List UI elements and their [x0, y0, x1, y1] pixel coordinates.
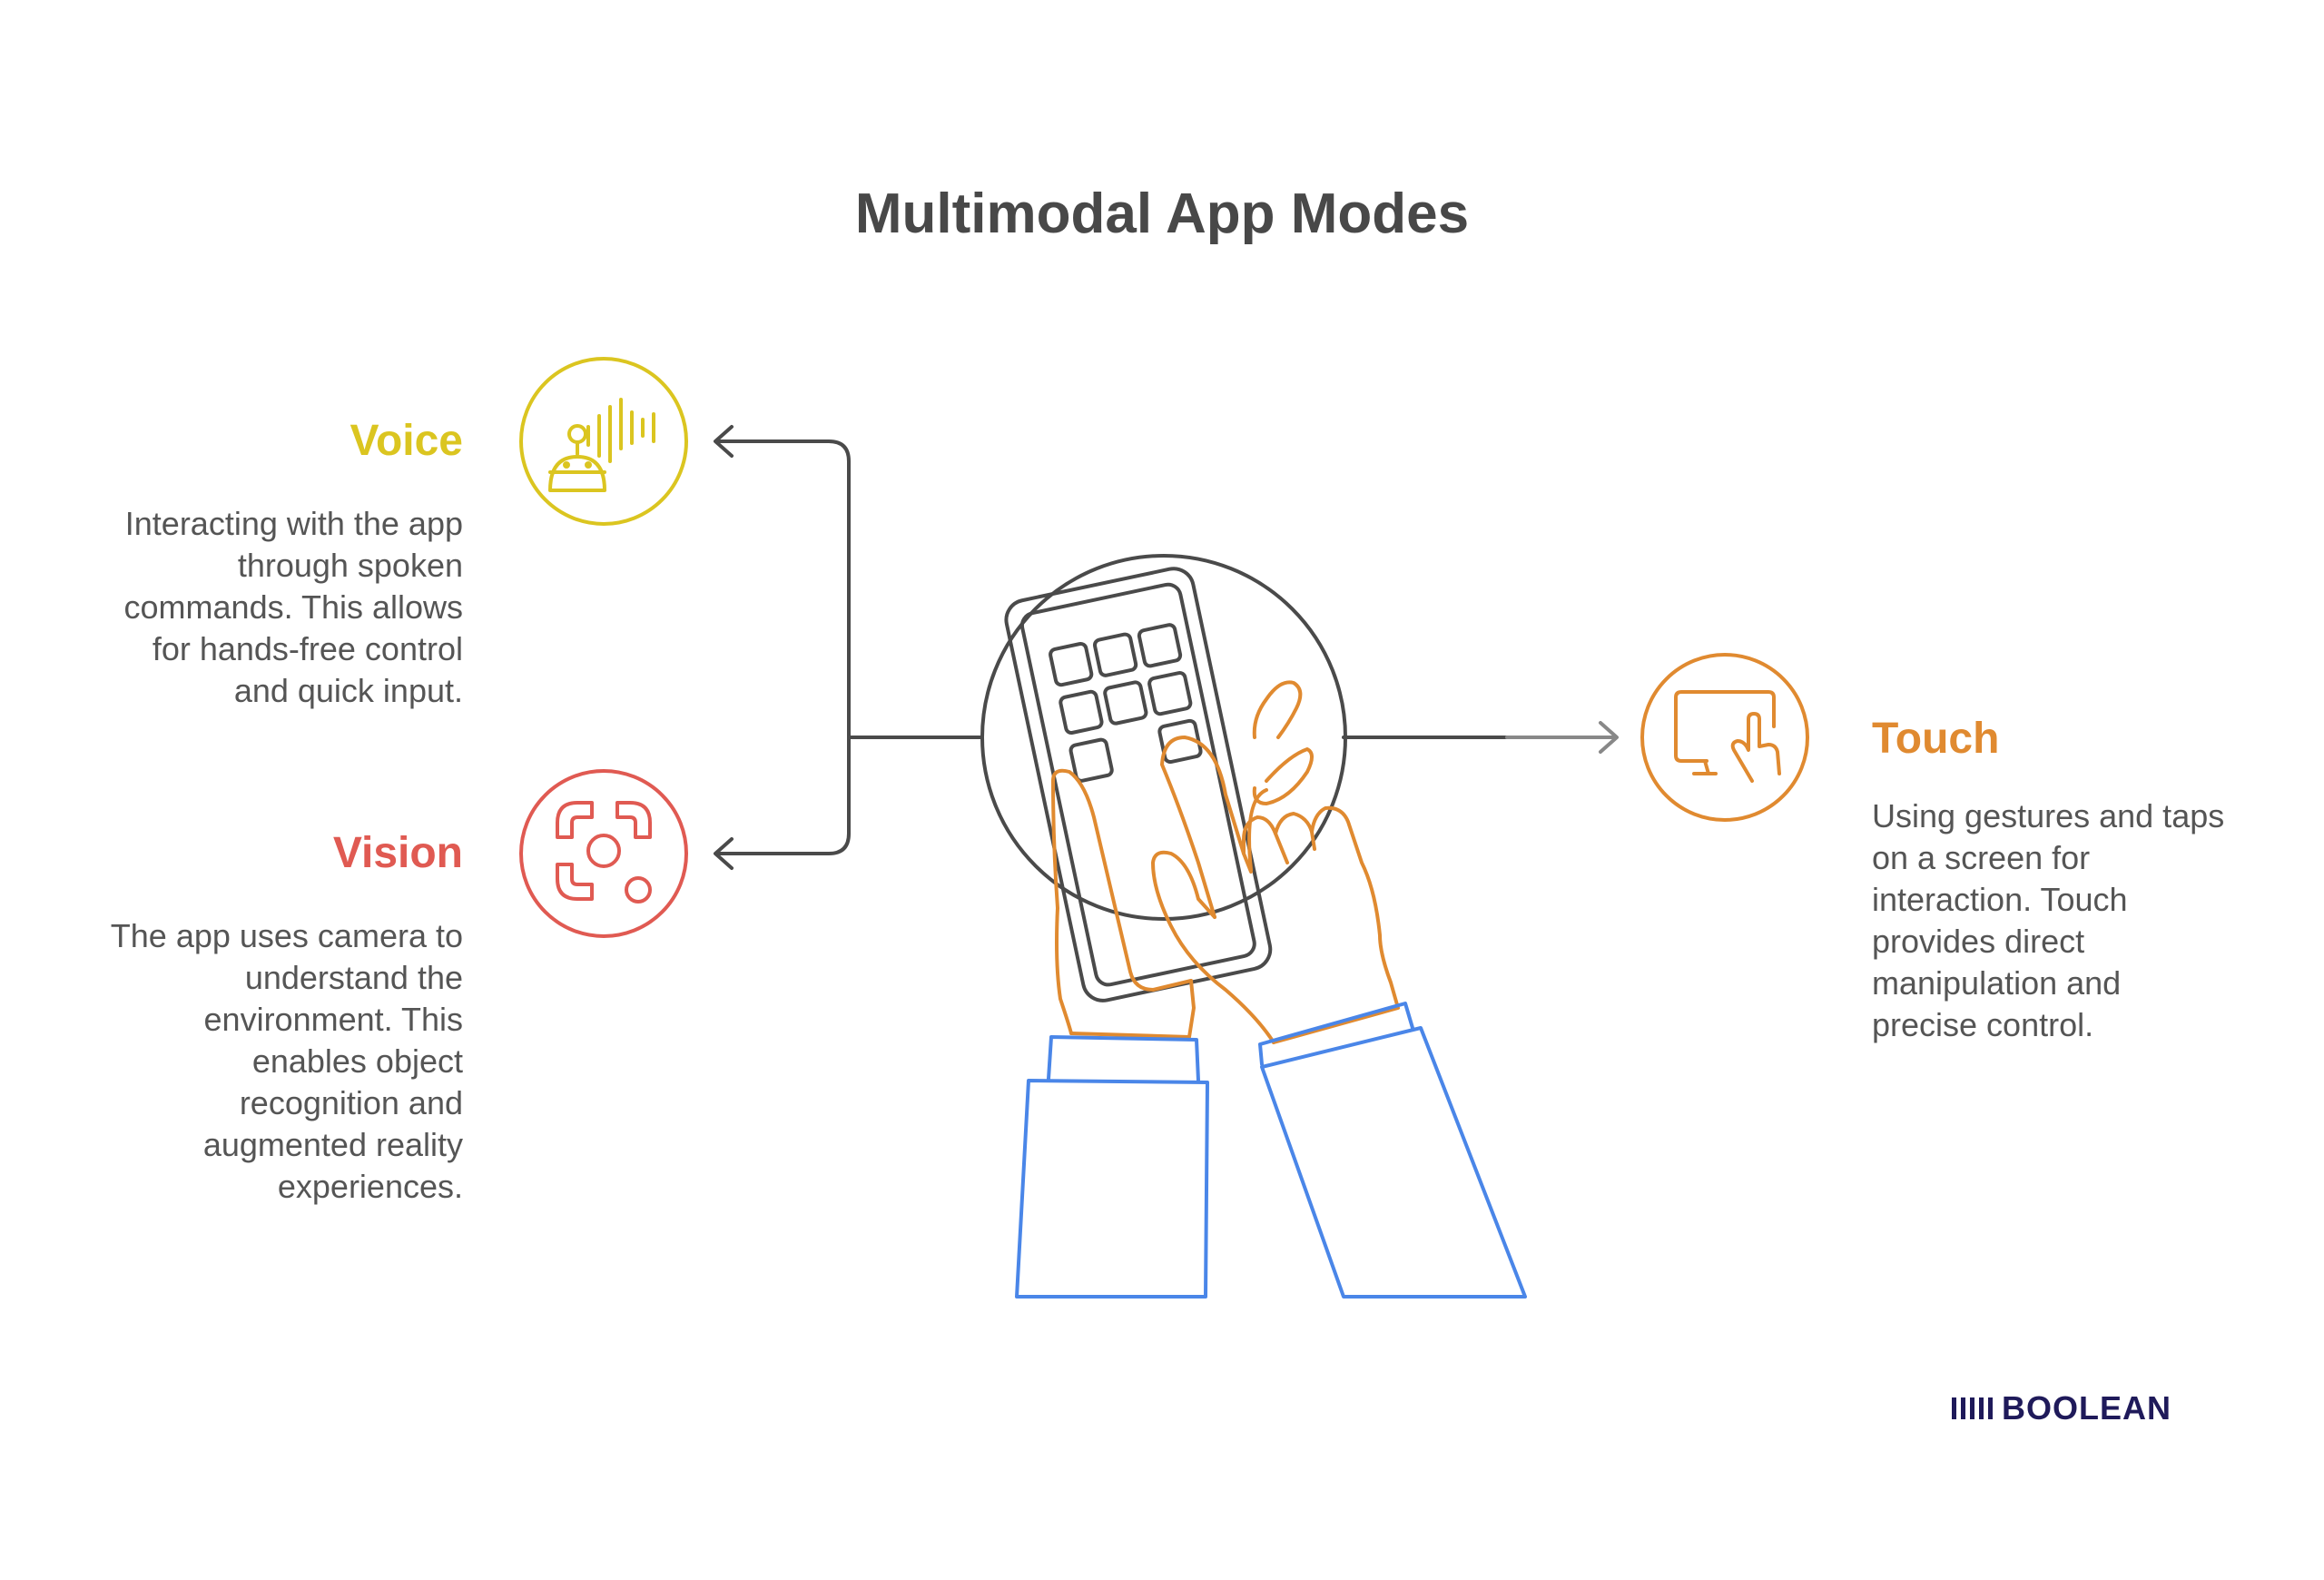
page-title: Multimodal App Modes — [854, 183, 1470, 245]
voice-description-line: Interacting with the app — [124, 505, 463, 542]
boolean-bars-icon — [1952, 1397, 1993, 1419]
voice-description-line: commands. This allows — [123, 588, 463, 626]
connector-vision-arrowhead — [714, 425, 734, 458]
connector-vision — [715, 725, 851, 855]
touch-screen-icon — [1640, 653, 1809, 822]
connector-voice — [715, 439, 984, 739]
touch-title: Touch — [1872, 715, 2000, 763]
hands-icon — [1051, 680, 1400, 1044]
vision-description-line: enables object — [251, 1042, 463, 1080]
touch-description: Using gestures and taps on a screen for … — [1872, 795, 2262, 1046]
touch-description-line: Using gestures and taps — [1872, 797, 2225, 834]
phone-icon — [1004, 567, 1273, 1002]
boolean-logo: BOOLEAN — [1952, 1389, 2171, 1427]
vision-title: Vision — [332, 829, 463, 877]
touch-description-line: interaction. Touch — [1872, 881, 2128, 918]
vision-description-line: environment. This — [203, 1001, 463, 1038]
voice-title: Voice — [350, 417, 464, 465]
center-circle — [980, 554, 1347, 921]
touch-description-line: manipulation and — [1872, 964, 2122, 1002]
vision-description-line: The app uses camera to — [110, 917, 463, 954]
vision-description-line: experiences. — [277, 1168, 463, 1205]
vision-description-line: augmented reality — [202, 1126, 463, 1163]
vision-description: The app uses camera to understand the en… — [54, 915, 463, 1208]
sleeves-icon — [1015, 1002, 1527, 1299]
logo-text: BOOLEAN — [2002, 1389, 2171, 1427]
voice-description-line: for hands-free control — [152, 630, 463, 667]
vision-description-line: recognition and — [239, 1084, 463, 1121]
vision-description-line: understand the — [244, 959, 463, 996]
voice-description-line: through spoken — [237, 547, 463, 584]
touch-description-line: precise control. — [1872, 1006, 2094, 1043]
camera-focus-icon — [519, 769, 688, 938]
voice-description-line: and quick input. — [233, 672, 463, 709]
touch-description-line: on a screen for — [1872, 839, 2091, 876]
robot-voice-icon — [519, 357, 688, 526]
voice-description: Interacting with the app through spoken … — [54, 503, 463, 712]
touch-description-line: provides direct — [1872, 923, 2085, 960]
